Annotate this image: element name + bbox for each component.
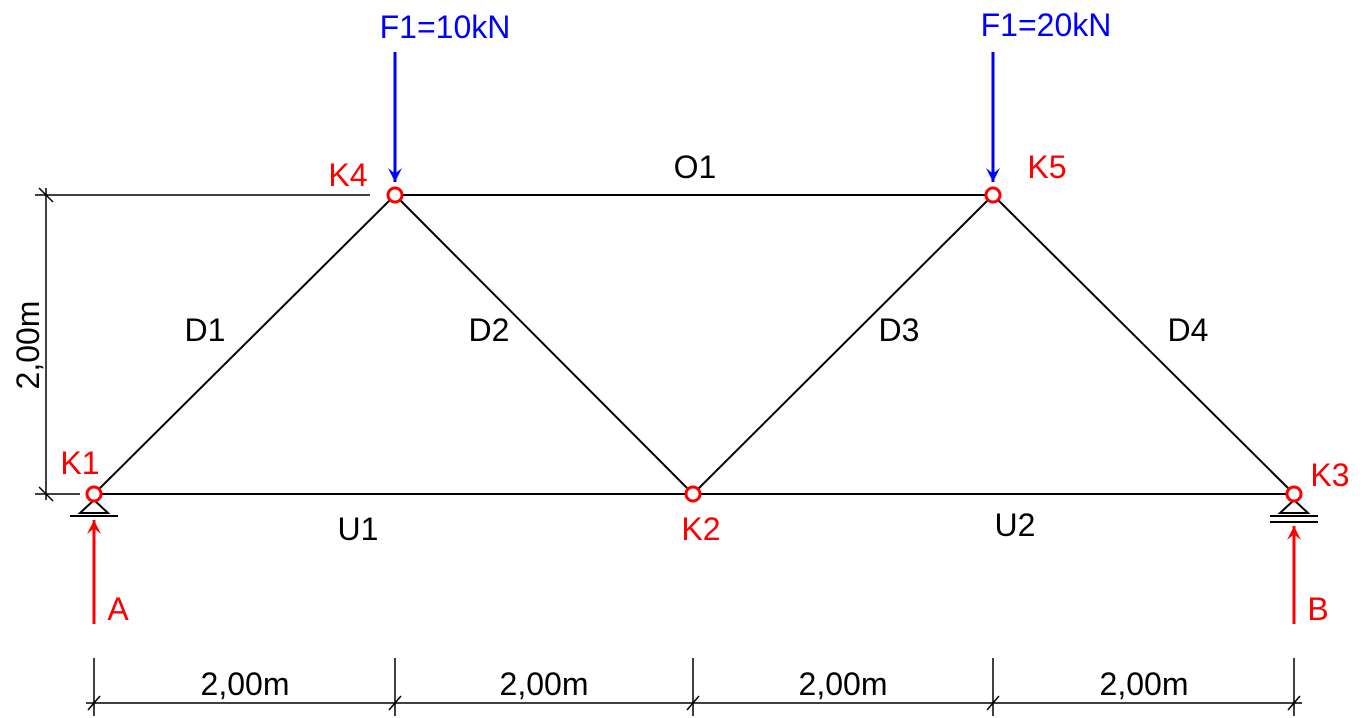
reactions: A B bbox=[87, 520, 1329, 627]
member-D3 bbox=[692, 194, 994, 495]
member-label-U1: U1 bbox=[338, 511, 379, 547]
member-label-D3: D3 bbox=[879, 312, 920, 348]
member-label-D4: D4 bbox=[1168, 312, 1209, 348]
horizontal-dimension-label-2: 2,00m bbox=[500, 666, 589, 702]
reaction-label-A: A bbox=[107, 591, 129, 627]
node-K4 bbox=[386, 186, 404, 204]
horizontal-dimension-label-3: 2,00m bbox=[799, 666, 888, 702]
vertical-dimension: 2,00m bbox=[10, 187, 370, 502]
node-label-K5: K5 bbox=[1027, 149, 1066, 185]
node-K5 bbox=[984, 186, 1002, 204]
horizontal-dimension-label-4: 2,00m bbox=[1100, 666, 1189, 702]
node-label-K3: K3 bbox=[1310, 457, 1349, 493]
support-pin-K1 bbox=[70, 498, 118, 517]
node-label-K2: K2 bbox=[681, 511, 720, 547]
nodes bbox=[85, 186, 1303, 503]
member-label-D1: D1 bbox=[185, 312, 226, 348]
node-K2 bbox=[684, 485, 702, 503]
node-K3 bbox=[1285, 485, 1303, 503]
horizontal-dimension: 2,00m 2,00m 2,00m 2,00m bbox=[86, 658, 1302, 716]
member-label-O1: O1 bbox=[674, 149, 717, 185]
member-D2 bbox=[394, 194, 694, 495]
member-label-D2: D2 bbox=[469, 312, 510, 348]
member-D1 bbox=[93, 194, 396, 495]
load-label-K5: F1=20kN bbox=[981, 7, 1112, 43]
vertical-dimension-label: 2,00m bbox=[10, 301, 46, 390]
node-label-K4: K4 bbox=[328, 157, 367, 193]
support-roller-K3 bbox=[1270, 498, 1318, 523]
member-label-U2: U2 bbox=[995, 507, 1036, 543]
member-labels: O1 U1 U2 D1 D2 D3 D4 bbox=[185, 149, 1209, 547]
node-labels: K1 K2 K3 K4 K5 bbox=[60, 149, 1349, 547]
loads: F1=10kN F1=20kN bbox=[380, 7, 1112, 182]
node-K1 bbox=[85, 485, 103, 503]
members bbox=[93, 194, 1295, 495]
member-D4 bbox=[992, 194, 1295, 495]
load-label-K4: F1=10kN bbox=[380, 9, 511, 45]
horizontal-dimension-label-1: 2,00m bbox=[201, 666, 290, 702]
reaction-label-B: B bbox=[1307, 591, 1328, 627]
node-label-K1: K1 bbox=[60, 445, 99, 481]
